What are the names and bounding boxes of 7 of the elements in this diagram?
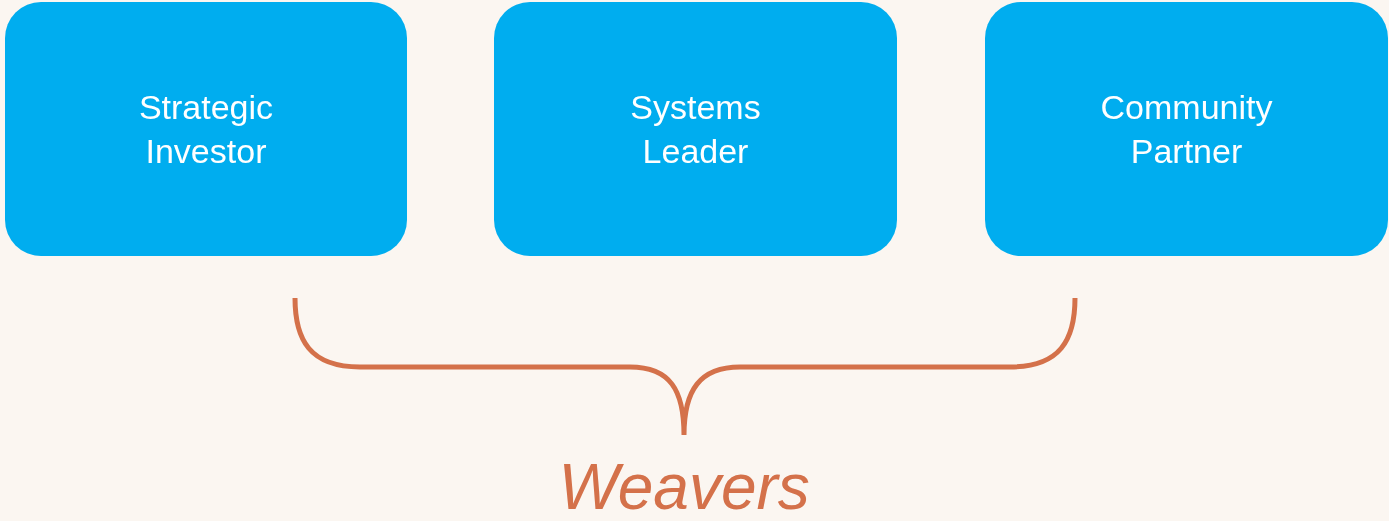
role-text: Systems Leader bbox=[629, 87, 762, 172]
role-box bbox=[5, 2, 407, 256]
role-box bbox=[494, 2, 897, 256]
role-text: Strategic Investor bbox=[137, 87, 275, 172]
role-text: Community Partner bbox=[1099, 87, 1274, 172]
role-box bbox=[985, 2, 1388, 256]
bracket-label: Weavers bbox=[558, 452, 810, 521]
